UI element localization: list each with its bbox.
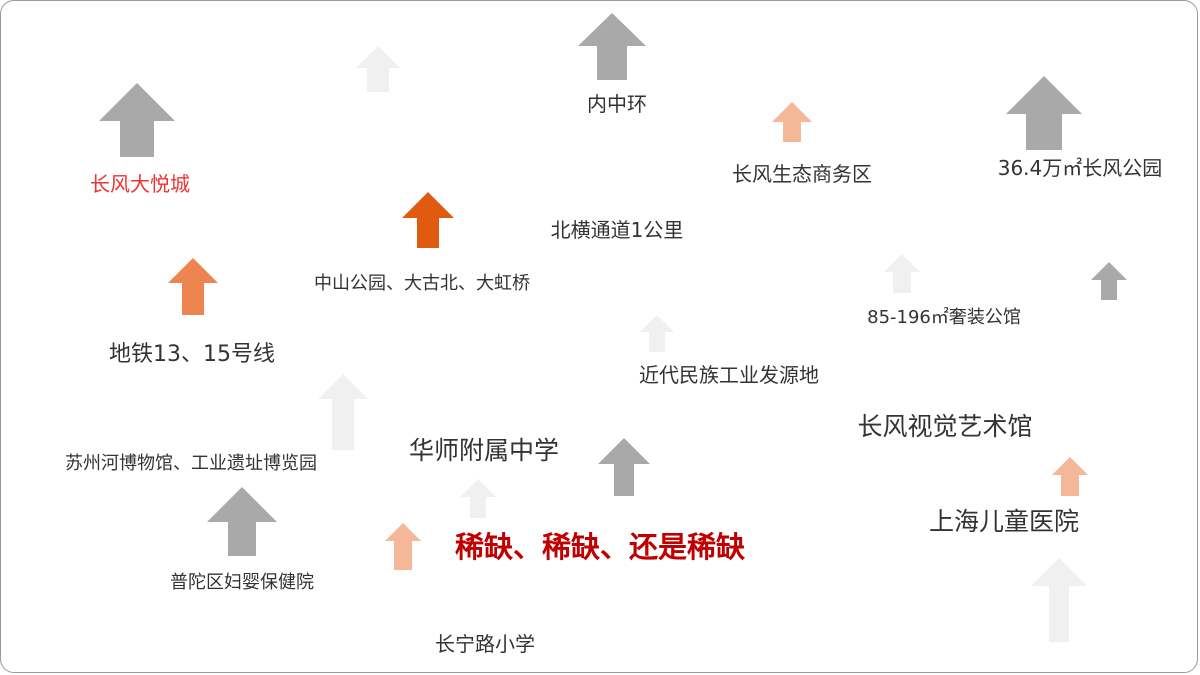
label-ecnu-high-school: 华师附属中学 [408, 436, 560, 465]
label-changfeng-park: 36.4万㎡长风公园 [997, 156, 1163, 180]
arrow-up-icon-left-mid-faint [318, 374, 368, 450]
label-inner-middle-ring: 内中环 [587, 92, 647, 116]
arrow-up-icon-industry-faint [640, 315, 674, 352]
label-villa-area: 85-196㎡奢装公馆 [867, 307, 1021, 328]
label-changning-primary: 长宁路小学 [435, 632, 535, 656]
arrow-up-icon-school-gray [598, 438, 650, 496]
arrow-up-icon-right-gray [1091, 262, 1127, 300]
label-north-channel: 北横通道1公里 [550, 218, 684, 242]
arrow-up-icon-maternity [207, 487, 277, 556]
arrow-up-icon-joy-city [99, 83, 175, 157]
arrow-up-icon-eco-business [772, 102, 812, 142]
arrow-up-icon-metro [168, 258, 218, 315]
arrow-up-icon-school-faint [460, 479, 496, 518]
label-childrens-hospital: 上海儿童医院 [928, 507, 1080, 536]
label-changfeng-joy-city: 长风大悦城 [90, 172, 190, 196]
arrow-up-icon-hospital [1052, 457, 1088, 496]
headline-scarcity: 稀缺、稀缺、还是稀缺 [454, 530, 746, 564]
arrow-up-icon-headline [385, 523, 421, 570]
arrow-up-icon-bottom-right-faint [1031, 558, 1087, 642]
label-visual-art-museum: 长风视觉艺术馆 [857, 412, 1033, 441]
label-metro-lines: 地铁13、15号线 [109, 342, 275, 367]
arrow-up-icon-top-left-faint [356, 46, 400, 92]
label-putuo-maternity: 普陀区妇婴保健院 [170, 572, 314, 593]
arrow-up-icon-changfeng-park [1006, 76, 1082, 150]
label-suzhou-river-museum: 苏州河博物馆、工业遗址博览园 [65, 453, 317, 474]
label-parks-bridges: 中山公园、大古北、大虹桥 [314, 273, 530, 294]
arrow-up-icon-villa-faint [884, 254, 920, 293]
arrow-up-icon-inner-ring [578, 13, 646, 80]
label-industry-origin: 近代民族工业发源地 [639, 363, 819, 387]
label-changfeng-eco-business: 长风生态商务区 [732, 162, 872, 186]
arrow-up-icon-parks-bridges [402, 192, 454, 248]
